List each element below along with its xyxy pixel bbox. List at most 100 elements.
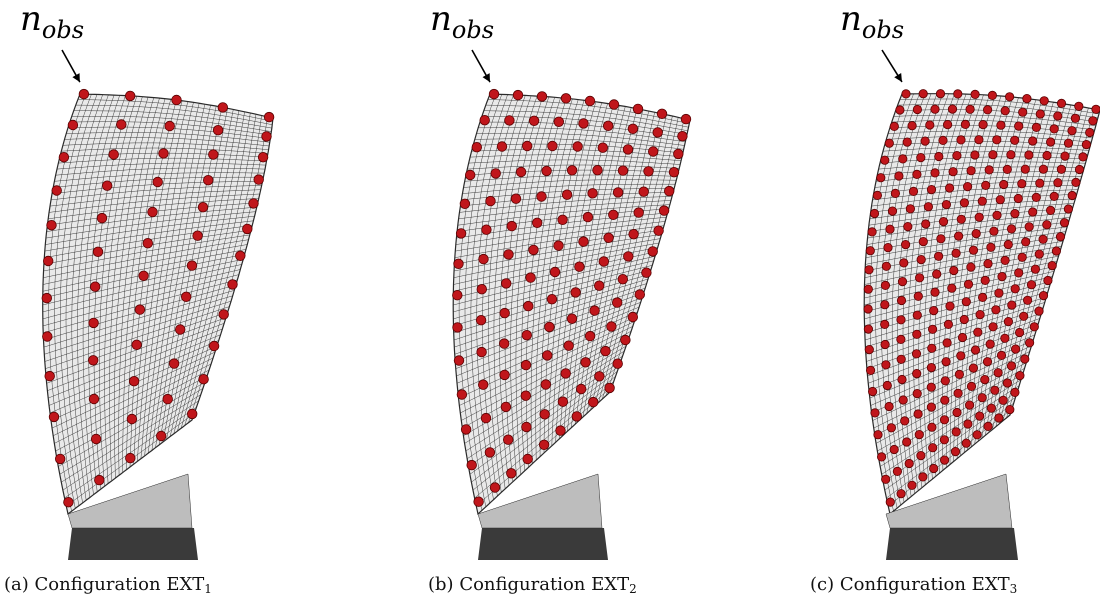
observation-point [889, 444, 899, 455]
observation-point [180, 291, 192, 303]
observation-point [975, 309, 985, 320]
observation-point [477, 379, 489, 390]
observation-point [490, 168, 501, 179]
observation-point [897, 374, 907, 385]
observation-point [656, 108, 668, 120]
base-support [478, 528, 608, 560]
observation-point [1081, 140, 1091, 150]
observation-point [460, 424, 472, 435]
observation-point [606, 321, 617, 332]
observation-point [612, 358, 623, 369]
observation-point [1025, 338, 1035, 348]
observation-point [128, 376, 140, 387]
observation-point [970, 89, 980, 100]
observation-point [925, 120, 935, 130]
observation-point [978, 120, 988, 130]
observation-point [455, 228, 467, 239]
observation-point [984, 165, 994, 175]
observation-point [653, 225, 664, 236]
observation-point [561, 189, 573, 200]
shell-surface [863, 93, 1100, 516]
observation-point [528, 244, 539, 256]
observation-point [476, 284, 488, 295]
shell-surface [42, 93, 274, 516]
observation-point [957, 332, 968, 343]
observation-point [941, 357, 951, 367]
observation-point [965, 400, 975, 410]
observation-point [928, 443, 938, 453]
observation-point [972, 430, 982, 440]
observation-point [456, 389, 468, 400]
observation-points [41, 88, 275, 508]
observation-point [1059, 218, 1070, 228]
observation-point [959, 198, 969, 208]
observation-point [983, 421, 993, 431]
observation-point [907, 121, 917, 131]
observation-point [1015, 370, 1025, 381]
observation-point [622, 144, 634, 155]
observation-point [940, 395, 950, 405]
observation-point [101, 180, 113, 191]
panel-ext3: nobs (c) Configuration EXT3 [810, 0, 1100, 607]
observation-point [158, 148, 169, 159]
observation-point [608, 99, 620, 110]
observation-point [584, 95, 596, 107]
observation-point [647, 246, 658, 257]
observation-point [963, 182, 973, 192]
observation-point [48, 411, 60, 423]
observation-point [880, 339, 890, 350]
observation-point [912, 104, 923, 115]
observation-point [475, 315, 487, 326]
observation-point [896, 295, 907, 306]
observation-point [522, 453, 533, 465]
observation-point [881, 360, 891, 370]
panel-ext2: nobs (b) Configuration EXT2 [410, 0, 750, 607]
observation-point [677, 130, 688, 142]
observation-point [560, 368, 571, 379]
observation-point [602, 120, 614, 132]
observation-point [916, 450, 926, 461]
observation-point [55, 453, 66, 465]
observation-point [923, 202, 934, 212]
observation-point [638, 186, 649, 197]
observation-point [174, 324, 186, 335]
observation-point [521, 140, 533, 152]
observation-point [523, 300, 534, 312]
observation-point [647, 146, 659, 157]
observation-point [867, 227, 877, 237]
observation-point [218, 309, 229, 320]
observation-point [898, 154, 908, 164]
observation-point [899, 258, 909, 268]
observation-point [1020, 164, 1030, 174]
observation-point [926, 382, 936, 392]
caption-ext2: (b) Configuration EXT2 [428, 574, 637, 596]
observation-point [988, 150, 998, 160]
observation-point [912, 310, 922, 320]
observation-point [869, 208, 880, 219]
observation-point [452, 322, 463, 333]
observation-point [981, 180, 991, 190]
observation-point [961, 438, 971, 448]
observation-point [217, 102, 229, 113]
observation-point [92, 246, 104, 258]
observation-point [880, 319, 890, 329]
observation-point [1031, 192, 1041, 202]
observation-point [680, 113, 692, 125]
observation-point [1017, 179, 1027, 189]
observation-point [929, 463, 939, 474]
observation-point [973, 327, 983, 337]
observation-point [974, 212, 984, 222]
observation-point [896, 489, 906, 499]
observation-point [980, 374, 990, 385]
observation-point [521, 330, 533, 341]
observation-point [988, 322, 998, 332]
observation-point [1014, 121, 1024, 131]
caption-ext3: (c) Configuration EXT3 [810, 574, 1018, 596]
observation-point [1031, 122, 1041, 133]
observation-point [168, 358, 180, 369]
observation-point [913, 291, 923, 301]
observation-point [887, 206, 898, 216]
observation-point [1000, 333, 1010, 343]
observation-point [617, 274, 629, 285]
observation-point [521, 421, 532, 433]
